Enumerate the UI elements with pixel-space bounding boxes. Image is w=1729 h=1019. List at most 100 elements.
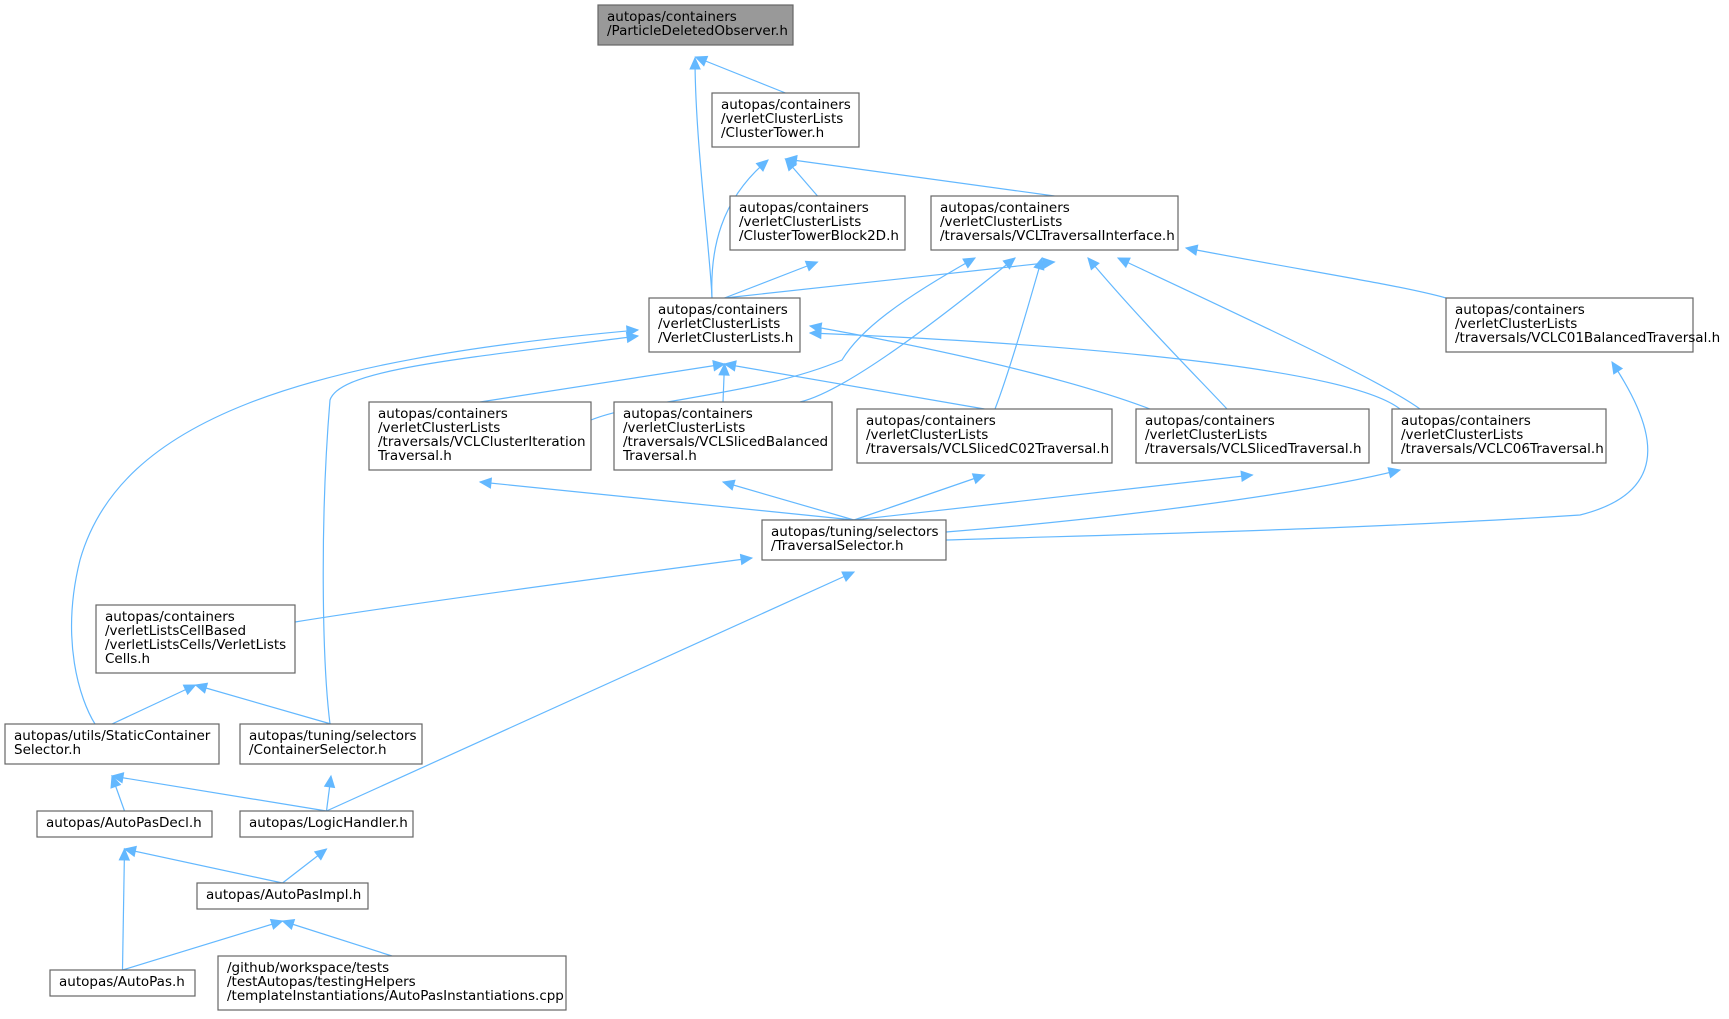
node-label-line: /traversals/VCLSlicedTraversal.h xyxy=(1145,441,1362,457)
node-n18[interactable]: autopas/AutoPas.h xyxy=(49,969,196,997)
edge-n13-n16 xyxy=(111,775,327,812)
arrowhead-n4-n7 xyxy=(718,362,730,376)
node-box xyxy=(648,297,801,353)
edge-n3-n5 xyxy=(1185,247,1447,299)
node-n16[interactable]: autopas/LogicHandler.h xyxy=(239,810,414,838)
node-n10[interactable]: autopas/containers/verletClusterLists/tr… xyxy=(1391,408,1607,464)
node-label-line: autopas/AutoPas.h xyxy=(59,974,185,990)
node-n6[interactable]: autopas/containers/verletClusterLists/tr… xyxy=(368,401,592,471)
arrowhead-n12-n14 xyxy=(194,682,209,694)
node-box xyxy=(4,723,220,765)
edge-n0-n4 xyxy=(694,57,713,299)
node-n19[interactable]: /github/workspace/tests/testAutopas/test… xyxy=(217,955,567,1011)
node-n12[interactable]: autopas/containers/verletListsCellBased/… xyxy=(95,604,296,674)
arrowhead-n1-n3 xyxy=(784,154,798,167)
arrowhead-n3-n5 xyxy=(1184,244,1199,256)
node-box xyxy=(930,195,1179,251)
edge-n4-n9 xyxy=(809,325,1151,410)
edge-n4-n14 xyxy=(322,335,639,725)
arrowhead-n6-n11 xyxy=(478,477,493,489)
node-box xyxy=(597,4,794,46)
edge-n9-n11 xyxy=(853,474,1253,521)
arrowhead-n13-n16 xyxy=(110,772,125,784)
edge-n17-n19 xyxy=(282,920,393,957)
node-n8[interactable]: autopas/containers/verletClusterLists/tr… xyxy=(856,408,1113,464)
node-label-line: /ParticleDeletedObserver.h xyxy=(607,23,788,39)
edge-n1-n3 xyxy=(785,158,1055,197)
node-label-line: /verletClusterLists xyxy=(1145,427,1267,443)
node-label-line: Selector.h xyxy=(14,742,81,758)
node-label-line: /ClusterTowerBlock2D.h xyxy=(739,228,899,244)
edge-n8-n11 xyxy=(853,474,985,521)
node-label-line: Traversal.h xyxy=(622,448,697,464)
edge-n4-n13 xyxy=(71,329,639,725)
edge-n4-n10 xyxy=(809,332,1401,410)
edge-n7-n11 xyxy=(722,481,855,521)
node-box xyxy=(368,401,592,471)
edges-layer xyxy=(71,55,1649,971)
node-n11[interactable]: autopas/tuning/selectors/TraversalSelect… xyxy=(761,519,947,561)
edge-n4-n8 xyxy=(724,363,985,410)
node-n3[interactable]: autopas/containers/verletClusterLists/tr… xyxy=(930,195,1179,251)
edge-n3-n4 xyxy=(724,261,1055,299)
edge-n6-n11 xyxy=(479,481,855,521)
node-label-line: /traversals/VCLTraversalInterface.h xyxy=(940,228,1175,244)
arrowhead-n11-n12 xyxy=(739,553,754,566)
node-n14[interactable]: autopas/tuning/selectors/ContainerSelect… xyxy=(239,723,423,765)
node-box xyxy=(856,408,1113,464)
node-n2[interactable]: autopas/containers/verletClusterLists/Cl… xyxy=(729,195,906,251)
node-label-line: /ClusterTower.h xyxy=(721,125,824,141)
node-label-line: /verletClusterLists xyxy=(940,214,1062,230)
edge-n2-n4 xyxy=(724,261,818,299)
arrowhead-n5-n11 xyxy=(1611,360,1624,375)
node-box xyxy=(36,810,213,838)
node-box xyxy=(711,92,860,148)
node-box xyxy=(95,604,296,674)
node-box xyxy=(613,401,833,471)
arrowhead-n16-n17 xyxy=(313,848,328,861)
arrowhead-n17-n19 xyxy=(281,918,296,931)
edge-n0-n1 xyxy=(695,56,786,94)
node-box xyxy=(196,882,369,910)
arrowhead-n4-n8 xyxy=(723,360,737,372)
node-label-line: autopas/containers xyxy=(658,302,788,318)
node-n4[interactable]: autopas/containers/verletClusterLists/Ve… xyxy=(648,297,801,353)
edge-n3-n7 xyxy=(799,257,1016,403)
node-label-line: /verletClusterLists xyxy=(1455,316,1577,332)
arrowhead-n4-n6 xyxy=(712,360,726,372)
node-label-line: autopas/containers xyxy=(1455,302,1585,318)
node-label-line: autopas/LogicHandler.h xyxy=(249,815,408,831)
node-n5[interactable]: autopas/containers/verletClusterLists/tr… xyxy=(1445,297,1720,353)
node-label-line: autopas/containers xyxy=(1401,413,1531,429)
node-n7[interactable]: autopas/containers/verletClusterLists/tr… xyxy=(613,401,833,471)
node-label-line: autopas/containers xyxy=(739,200,869,216)
node-box xyxy=(239,723,423,765)
node-box xyxy=(729,195,906,251)
edge-n15-n17 xyxy=(124,848,283,884)
node-label-line: /traversals/VCLC01BalancedTraversal.h xyxy=(1455,330,1720,346)
node-label-line: /traversals/VCLClusterIteration xyxy=(378,434,586,450)
edge-n1-n4 xyxy=(711,159,769,299)
edge-n4-n6 xyxy=(479,363,725,403)
node-n9[interactable]: autopas/containers/verletClusterLists/tr… xyxy=(1135,408,1370,464)
arrowhead-n2-n4 xyxy=(804,260,819,272)
node-label-line: autopas/containers xyxy=(623,406,753,422)
node-label-line: autopas/tuning/selectors xyxy=(771,524,939,540)
arrowhead-n4-n10 xyxy=(808,327,822,340)
edge-n3-n9 xyxy=(1087,257,1228,410)
node-label-line: /testAutopas/testingHelpers xyxy=(227,974,416,990)
node-n0[interactable]: autopas/containers/ParticleDeletedObserv… xyxy=(597,4,794,46)
node-label-line: Cells.h xyxy=(105,651,150,667)
node-n15[interactable]: autopas/AutoPasDecl.h xyxy=(36,810,213,838)
node-n17[interactable]: autopas/AutoPasImpl.h xyxy=(196,882,369,910)
arrowhead-n11-n16 xyxy=(841,571,856,583)
edge-n17-n18 xyxy=(122,920,283,971)
node-n1[interactable]: autopas/containers/verletClusterLists/Cl… xyxy=(711,92,860,148)
node-label-line: /traversals/VCLSlicedBalanced xyxy=(623,434,828,450)
node-label-line: autopas/containers xyxy=(607,9,737,25)
edge-n15-n18 xyxy=(121,848,126,971)
edge-n3-n8 xyxy=(994,257,1043,410)
node-label-line: /traversals/VCLC06Traversal.h xyxy=(1401,441,1604,457)
